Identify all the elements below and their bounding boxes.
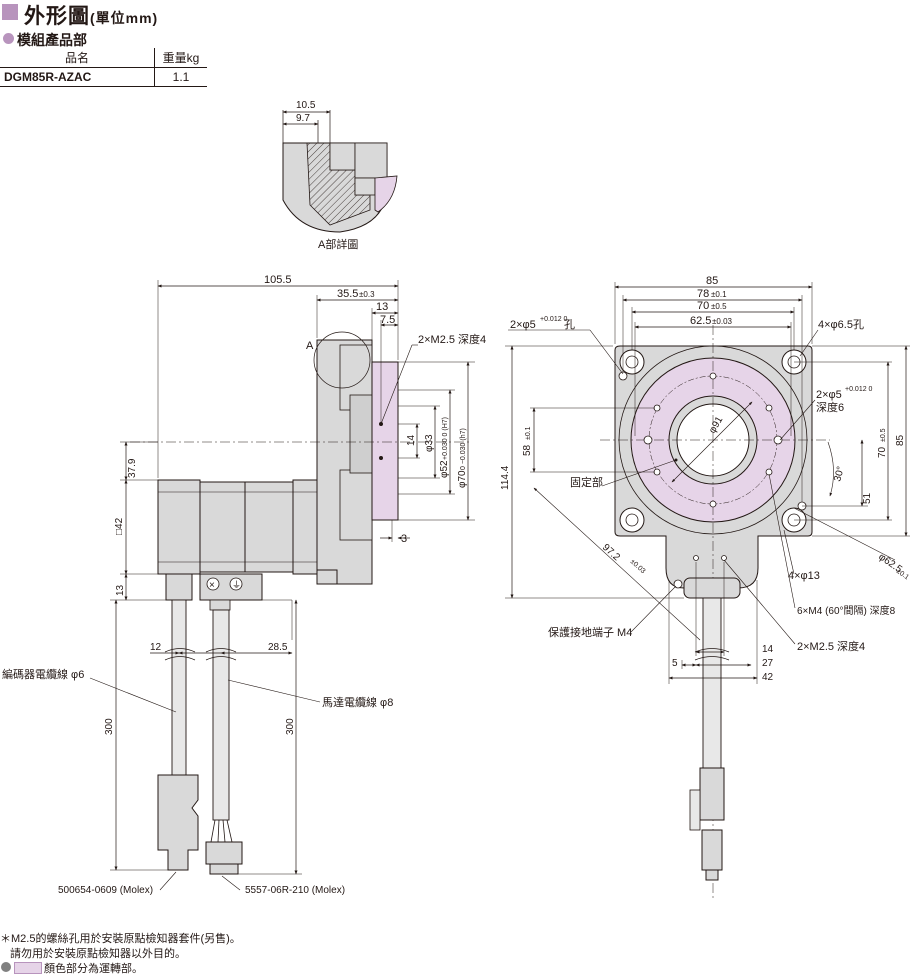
dim-30-deg: 30° bbox=[832, 465, 847, 482]
dim-51: 51 bbox=[862, 492, 873, 504]
side-tap-m2-5-note: 2×M2.5 深度4 bbox=[418, 332, 486, 346]
detail-a-label: A部詳圖 bbox=[318, 237, 358, 251]
dim-37-9: 37.9 bbox=[127, 458, 138, 478]
side-view: A × ⏚ 105.5 35.5 ±0 bbox=[2, 274, 486, 896]
dim-97-2-tol: ±0.03 bbox=[629, 558, 647, 575]
title-square-icon bbox=[2, 4, 18, 20]
footnote-line-2: 請勿用於安裝原點檢知器以外目的。 bbox=[10, 948, 186, 960]
dim-70-top-tol: ±0.5 bbox=[711, 302, 727, 311]
dim-7-5: 7.5 bbox=[380, 314, 395, 326]
dim-sq42: □42 bbox=[114, 517, 125, 535]
dim-phi33: φ33 bbox=[424, 434, 435, 452]
dim-78: 78 bbox=[697, 288, 709, 300]
bullet-circle-icon bbox=[3, 33, 14, 44]
pin-hole2-depth: 深度6 bbox=[816, 400, 844, 414]
dim-300-left: 300 bbox=[104, 718, 115, 735]
spec-table-header: 品名 重量kg bbox=[0, 48, 207, 68]
svg-text:⏚: ⏚ bbox=[232, 580, 241, 590]
pin-hole-suffix: 孔 bbox=[564, 318, 575, 331]
page-title: 外形圖(單位mm) bbox=[24, 0, 158, 30]
dim-12: 12 bbox=[150, 642, 162, 653]
dim-62-5: 62.5 bbox=[690, 315, 711, 327]
dim-phi62-5-tol: ±0.1 bbox=[895, 568, 910, 582]
pin-hole-tol: +0.012 0 bbox=[540, 316, 568, 323]
detail-dim-10-5: 10.5 bbox=[296, 100, 316, 111]
svg-text:×: × bbox=[209, 580, 215, 591]
model-name-cell: DGM85R-AZAC bbox=[0, 67, 155, 87]
dim-70-right-tol: ±0.5 bbox=[880, 428, 887, 442]
legend-swatch-icon bbox=[14, 962, 42, 974]
dim-97-2: 97.2 bbox=[600, 542, 622, 563]
encoder-connector-label: 500654-0609 (Molex) bbox=[58, 885, 153, 896]
mount-hole-note: 4×φ6.5孔 bbox=[818, 318, 864, 331]
dim-58-tol: ±0.1 bbox=[525, 426, 532, 440]
dim-phi70-tol: 0 −0.030 (h7) bbox=[460, 428, 467, 470]
dim-5: 5 bbox=[672, 658, 678, 669]
motor-connector-label: 5557-06R-210 (Molex) bbox=[245, 885, 345, 896]
table-row: DGM85R-AZAC 1.1 bbox=[0, 67, 207, 87]
dim-62-5-tol: ±0.03 bbox=[712, 317, 733, 326]
front-tap-m2-5-note: 2×M2.5 深度4 bbox=[797, 639, 865, 653]
section-subheading: 模組產品部 bbox=[17, 32, 87, 48]
dim-phi52: φ52 bbox=[439, 460, 450, 478]
detail-dim-9-7: 9.7 bbox=[296, 113, 310, 124]
dim-70-right: 70 bbox=[877, 446, 888, 458]
footnote-line-1: ＊M2.5的螺絲孔用於安裝原點檢知器套件(另售)。 bbox=[0, 933, 241, 945]
dim-3: 3 bbox=[401, 533, 407, 545]
col-mass-header: 重量kg bbox=[154, 48, 207, 68]
dim-4phi13: 4×φ13 bbox=[788, 570, 820, 582]
dim-85-right: 85 bbox=[895, 434, 906, 446]
detail-a-view: 10.5 9.7 A部詳圖 bbox=[282, 100, 398, 251]
dim-14-front: 14 bbox=[762, 644, 774, 655]
dim-phi52-tol: +0.030 0 (H7) bbox=[442, 417, 449, 460]
dim-58: 58 bbox=[522, 444, 533, 456]
title-text: 外形圖 bbox=[24, 5, 90, 28]
mass-cell: 1.1 bbox=[154, 67, 207, 87]
detail-a-marker: A bbox=[306, 340, 314, 352]
title-unit: (單位mm) bbox=[90, 10, 159, 26]
legend-bullet-icon bbox=[1, 962, 11, 972]
dim-14-side: 14 bbox=[406, 434, 417, 446]
spec-table: 品名 重量kg DGM85R-AZAC 1.1 bbox=[0, 48, 207, 87]
dim-70-top: 70 bbox=[697, 300, 709, 312]
dim-42: 42 bbox=[762, 672, 774, 683]
col-name-header: 品名 bbox=[0, 48, 155, 68]
encoder-cable-label: 編碼器電纜線 φ6 bbox=[2, 667, 84, 681]
dim-105-5: 105.5 bbox=[264, 274, 292, 286]
dim-13-left: 13 bbox=[115, 584, 126, 596]
dim-85-top: 85 bbox=[706, 275, 718, 287]
dim-114-4: 114.4 bbox=[500, 465, 511, 490]
dim-35-5-tol: ±0.3 bbox=[359, 290, 375, 299]
dim-27: 27 bbox=[762, 658, 774, 669]
dim-28-5: 28.5 bbox=[268, 642, 288, 653]
pin-hole2-tol: +0.012 0 bbox=[845, 386, 873, 393]
pin-hole-note: 2×φ5 bbox=[510, 319, 536, 331]
front-view: 85 78 ±0.1 70 ±0.5 62.5 ±0.03 2×φ5 +0.01… bbox=[500, 275, 910, 900]
ground-terminal-note: 保護接地端子 M4 bbox=[548, 625, 632, 639]
fixed-part-label: 固定部 bbox=[570, 475, 603, 489]
motor-cable-label: 馬達電纜線 φ8 bbox=[322, 695, 393, 709]
tap-m4-note: 6×M4 (60°間隔) 深度8 bbox=[797, 604, 896, 617]
dim-phi70: φ70 bbox=[457, 470, 468, 488]
pin-hole2-note: 2×φ5 bbox=[816, 389, 842, 401]
dim-13-top: 13 bbox=[376, 301, 388, 313]
dim-78-tol: ±0.1 bbox=[711, 290, 727, 299]
legend-text: 顏色部分為運轉部。 bbox=[44, 963, 143, 975]
dim-300-right: 300 bbox=[285, 718, 296, 735]
dim-35-5: 35.5 bbox=[337, 288, 358, 300]
